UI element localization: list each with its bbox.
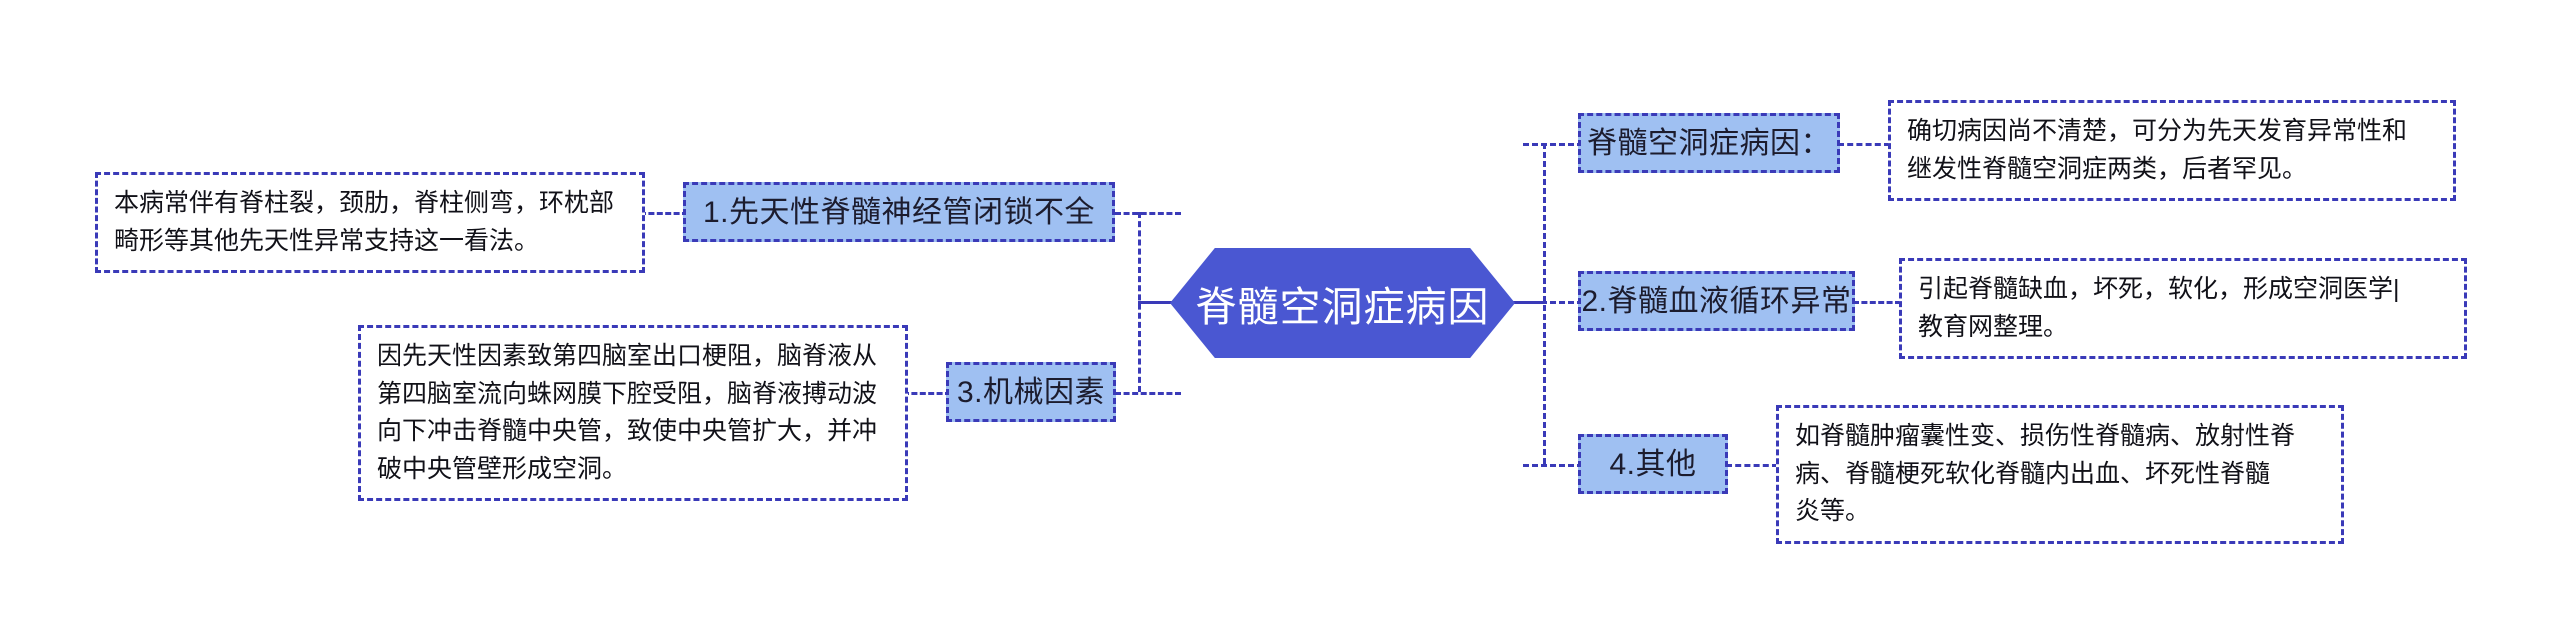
connector-left-branch-3 bbox=[1115, 392, 1181, 395]
node-left-1[interactable]: 1.先天性脊髓神经管闭锁不全 bbox=[683, 182, 1115, 242]
center-node-spinal-cavity-etiology[interactable]: 脊髓空洞症病因 bbox=[1170, 248, 1515, 358]
description-right-2-line-1: 引起脊髓缺血，坏死，软化，形成空洞医学| bbox=[1918, 275, 2400, 303]
node-left-3[interactable]: 3.机械因素 bbox=[946, 362, 1116, 422]
node-right-2[interactable]: 2.脊髓血液循环异常 bbox=[1578, 271, 1855, 331]
description-left-1-line-1: 本病常伴有脊柱裂，颈肋，脊柱侧弯，环枕部 bbox=[114, 189, 615, 217]
connector-right-node1-to-description bbox=[1838, 143, 1890, 146]
connector-right-branch-1 bbox=[1523, 143, 1583, 146]
node-right-etiology-heading[interactable]: 脊髓空洞症病因： bbox=[1578, 113, 1840, 173]
node-right-etiology-heading-label: 脊髓空洞症病因： bbox=[1587, 126, 1831, 160]
node-right-4[interactable]: 4.其他 bbox=[1578, 434, 1728, 494]
center-node-label: 脊髓空洞症病因 bbox=[1195, 284, 1490, 330]
node-left-3-label: 3.机械因素 bbox=[956, 375, 1106, 409]
connector-right-node2-to-description bbox=[1853, 301, 1901, 304]
connector-center-left-stub bbox=[1138, 301, 1174, 304]
connector-left-branch-1 bbox=[1115, 212, 1181, 215]
connector-right-node4-to-description bbox=[1726, 464, 1778, 467]
description-right-1: 确切病因尚不清楚，可分为先天发育异常性和 继发性脊髓空洞症两类，后者罕见。 bbox=[1888, 100, 2456, 201]
description-right-4-line-3: 炎等。 bbox=[1795, 497, 1871, 525]
description-right-1-line-1: 确切病因尚不清楚，可分为先天发育异常性和 bbox=[1907, 117, 2408, 145]
description-left-3-line-1: 因先天性因素致第四脑室出口梗阻，脑脊液从 bbox=[377, 342, 878, 370]
connector-center-right-stub bbox=[1512, 301, 1546, 304]
description-left-3-line-4: 破中央管壁形成空洞。 bbox=[377, 454, 628, 483]
connector-right-branch-4 bbox=[1523, 464, 1583, 467]
description-right-2-line-2: 教育网整理。 bbox=[1918, 312, 2069, 341]
description-right-2: 引起脊髓缺血，坏死，软化，形成空洞医学| 教育网整理。 bbox=[1899, 258, 2467, 359]
description-left-3: 因先天性因素致第四脑室出口梗阻，脑脊液从 第四脑室流向蛛网膜下腔受阻，脑脊液搏动… bbox=[358, 325, 908, 501]
description-right-1-line-2: 继发性脊髓空洞症两类，后者罕见。 bbox=[1907, 154, 2308, 183]
node-left-1-label: 1.先天性脊髓神经管闭锁不全 bbox=[702, 195, 1096, 229]
connector-right-branch-2 bbox=[1523, 301, 1583, 304]
node-right-4-label: 4.其他 bbox=[1609, 447, 1697, 481]
description-right-4-line-2: 病、脊髓梗死软化脊髓内出血、坏死性脊髓 bbox=[1795, 459, 2271, 488]
description-left-1-line-2: 畸形等其他先天性异常支持这一看法。 bbox=[114, 226, 540, 255]
description-left-3-line-3: 向下冲击脊髓中央管，致使中央管扩大，并冲 bbox=[377, 417, 878, 445]
description-left-3-line-2: 第四脑室流向蛛网膜下腔受阻，脑脊液搏动波 bbox=[377, 379, 878, 408]
description-left-1: 本病常伴有脊柱裂，颈肋，脊柱侧弯，环枕部 畸形等其他先天性异常支持这一看法。 bbox=[95, 172, 645, 273]
connector-node3-to-description bbox=[903, 392, 951, 395]
description-right-4: 如脊髓肿瘤囊性变、损伤性脊髓病、放射性脊 病、脊髓梗死软化脊髓内出血、坏死性脊髓… bbox=[1776, 405, 2344, 544]
connector-node1-to-description bbox=[640, 212, 688, 215]
description-right-4-line-1: 如脊髓肿瘤囊性变、损伤性脊髓病、放射性脊 bbox=[1795, 422, 2296, 450]
node-right-2-label: 2.脊髓血液循环异常 bbox=[1581, 284, 1852, 318]
